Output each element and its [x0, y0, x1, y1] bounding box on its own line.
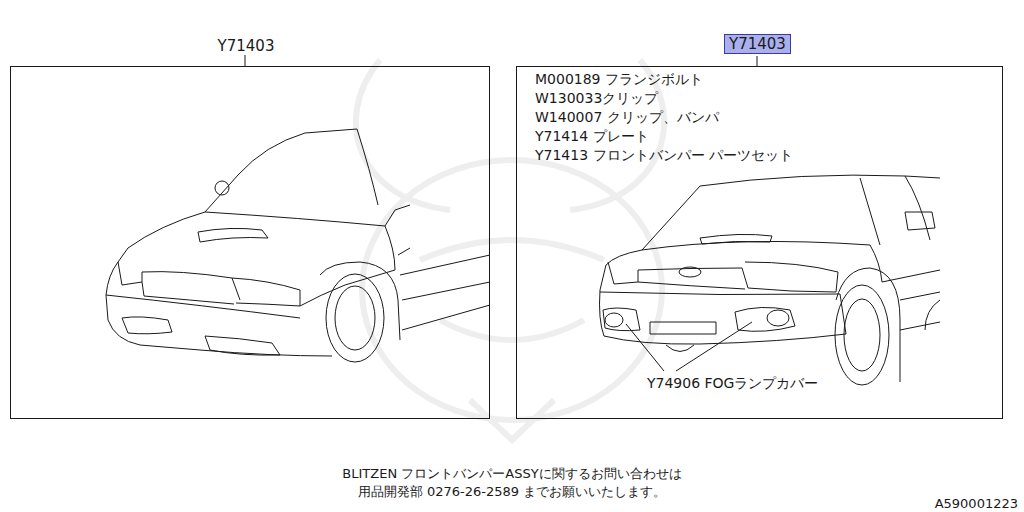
- part-name: W140007 クリップ、バンパ: [535, 109, 719, 126]
- car-drawing: [106, 129, 490, 362]
- part-name: Y71414 プレート: [535, 128, 649, 145]
- leader-line: [245, 55, 757, 371]
- part-name: Y71413 フロントバンパー パーツセット: [535, 147, 793, 164]
- part-name: W130033クリップ: [535, 90, 658, 107]
- note-text: 用品開発部 0276-26-2589 までお願いいたします。: [358, 484, 666, 500]
- parts-panel: Y71403: [10, 66, 490, 419]
- part-name: M000189 フランジボルト: [535, 71, 703, 88]
- note-text: BLITZEN フロントバンパーASSYに関するお問い合わせは: [342, 466, 681, 482]
- part-number: Y71403: [218, 37, 275, 55]
- parts-panel: Y71403M000189 フランジボルトW130033クリップW140007 …: [516, 66, 1003, 419]
- part-name: Y74906 FOGランプカバー: [647, 375, 818, 392]
- car-drawing: [600, 175, 941, 385]
- figure-code: A590001223: [935, 496, 1018, 512]
- part-number: Y71403: [724, 34, 791, 54]
